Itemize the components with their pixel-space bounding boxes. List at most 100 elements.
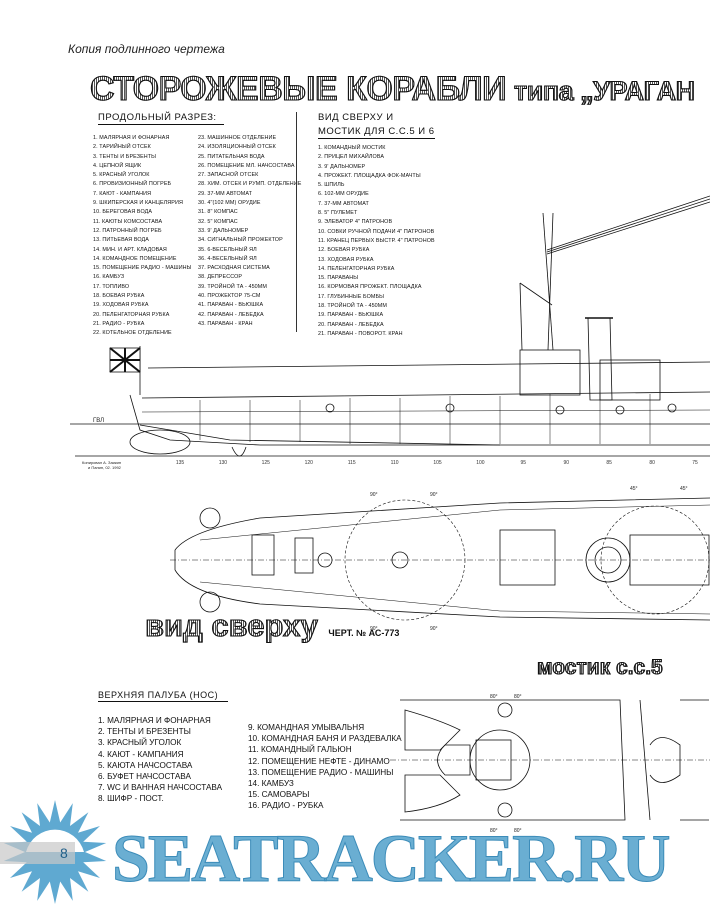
legend-item: 38. Депрессор [198,274,243,281]
naval-ensign-flag [109,346,141,395]
title-type: типа „УРАГАН [513,75,695,106]
legend-item: 5. Каюта начсостава [98,760,193,770]
legend-item: 2. Прицел Михайлова [318,154,385,161]
legend-item: 24. Изоляционный отсек [198,144,276,151]
legend-item: 27. Запасной отсек [198,172,259,179]
title-main: СТОРОЖЕВЫЕ КОРАБЛИ [89,69,507,108]
legend-item: 30. 4"(102 мм) орудие [198,200,261,207]
legend-item: 17. Топливо [93,283,130,290]
top-view-angle-labels: 90°90°90°90°45°45° [370,486,688,632]
legend-item: 43. Параван - кран [198,320,253,327]
upperdeck-heading: ВЕРХНЯЯ ПАЛУБА (НОС) [98,690,228,702]
sun-logo-icon [0,800,107,904]
upperdeck-legend-col2: 9. Командная умывальня10. Командная баня… [248,722,402,812]
legend-item: 11. Каюты комсостава [93,218,163,225]
legend-item: 19. Ходовая рубка [93,302,149,309]
bridge-drawing [390,699,710,821]
frame-number: 75 [692,460,698,466]
frame-number: 105 [433,460,442,466]
legend-item: 16. Камбуз [93,274,125,281]
column-divider [296,112,297,332]
legend-item: 15. Помещение радио - машины [93,265,192,272]
legend-item: 42. Параван - лебедка [198,311,264,318]
topview-heading-1: ВИД СВЕРХУ И [318,112,394,123]
legend-item: 23. Машинное отделение [198,135,277,141]
legend-item: 14. Камбуз [248,778,294,788]
angle-label: 90° [370,492,378,498]
legend-item: 35. 6-весельный ял [198,246,257,253]
legend-item: 21. Параван - поворот. кран [318,330,403,337]
legend-item: 13. Помещение радио - машины [248,767,394,777]
legend-item: 17. Глубинные бомбы [318,293,385,300]
legend-item: 4. Кают - кампания [98,749,184,759]
angle-label: 90° [430,626,438,632]
bridge-angle-labels: 80° 80° 80° 80° [490,694,522,834]
top-view-title: вид сверху [144,607,318,643]
legend-item: 9. Элеватор 4" патронов [318,219,393,226]
frame-number: 125 [262,460,271,466]
legend-item: 7. 37-мм автомат [318,200,369,207]
legend-item: 15. Параваны [318,275,359,282]
angle-label: 80° [514,694,522,700]
legend-item: 33. 9' дальномер [198,227,249,234]
author-line-1: Копировал А. Заикин [82,460,121,465]
legend-item: 1. Командный мостик [318,145,386,151]
legend-item: 20. Пеленгаторная рубка [93,311,170,318]
legend-item: 2. Тарийный отсек [93,144,151,151]
legend-item: 13. Питьевая вода [93,237,150,244]
legend-item: 3. Красный уголок [98,738,182,748]
legend-item: 14. Мин. и арт. кладовая [93,246,167,253]
legend-item: 28. Хим. отсек и румп. отделение [198,181,302,188]
legend-item: 41. Параван - вьюшка [198,302,264,309]
legend-item: 32. 5" компас [198,218,238,225]
legend-item: 10. Совки ручной подачи 4" патронов [318,228,435,235]
drawing-number: ЧЕРТ. № АС-773 [328,628,400,638]
legend-item: 26. Помещение мл. начсостава [198,162,295,169]
legend-item: 18. Тройной ТА - 450мм [318,303,387,310]
legend-item: 10. Командная баня и раздевалка [248,734,402,744]
watermark: SEATRACKER.RU [111,818,710,898]
legend-item: 22. Котельное отделение [93,330,172,337]
page-number: 8 [60,845,68,861]
legend-item: 12. Патронный погреб [93,227,162,234]
legend-item: 12. Помещение нефте - динамо [248,756,390,766]
mast [519,195,710,351]
legend-item: 31. 8" компас [198,209,238,216]
angle-label: 90° [370,626,378,632]
legend-item: 4. Цепной ящик [93,162,142,169]
frame-number: 80 [649,460,655,466]
frame-number: 85 [606,460,612,466]
legend-item: 25. Питательная вода [198,153,265,160]
profile-legend-col1: 1. Малярная и фонарная2. Тарийный отсек3… [93,134,192,339]
legend-item: 29. 37-мм автомат [198,190,252,197]
legend-item: 14. Пеленгаторная рубка [318,265,395,272]
legend-item: 9. Шкиперская и канцелярия [93,200,183,207]
legend-item: 39. Тройной ТА - 450мм [198,283,267,290]
legend-item: 4. Прожект. площадка фок-мачты [318,172,421,179]
top-view-hull [170,497,710,621]
page-subtitle: Копия подлинного чертежа [68,42,225,56]
legend-item: 5. Шпиль [318,182,345,189]
top-view-title-block: вид сверху ЧЕРТ. № АС-773 [144,607,400,644]
frame-number: 100 [476,460,485,466]
legend-item: 7. Кают - кампания [93,190,152,197]
upperdeck-legend-col1: 1. Малярная и фонарная2. Тенты и брезент… [98,715,222,805]
topview-legend: 1. Командный мостик 2. Прицел Михайлова 3.… [318,144,435,339]
legend-item: 3. Тенты и брезенты [93,153,157,160]
angle-label: 80° [490,828,498,834]
frame-number: 95 [521,460,527,466]
legend-item: 8. Шифр - пост. [98,794,164,804]
legend-item: 16. Кормовая прожект. площадка [318,284,422,291]
legend-item: 15. Самовары [248,790,310,800]
legend-item: 36. 4-весельный ял [198,255,257,262]
profile-hull [70,349,710,457]
legend-item: 3. 9' дальномер [318,163,366,170]
angle-label: 80° [490,694,498,700]
angle-label: 80° [514,828,522,834]
legend-item: 21. Радио - рубка [93,320,145,327]
angle-label: 45° [630,486,638,492]
legend-item: 14. Командное помещение [93,255,177,262]
legend-item: 40. Прожектор 75-см [198,293,261,300]
legend-item: 34. Сигнальный прожектор [198,237,283,244]
